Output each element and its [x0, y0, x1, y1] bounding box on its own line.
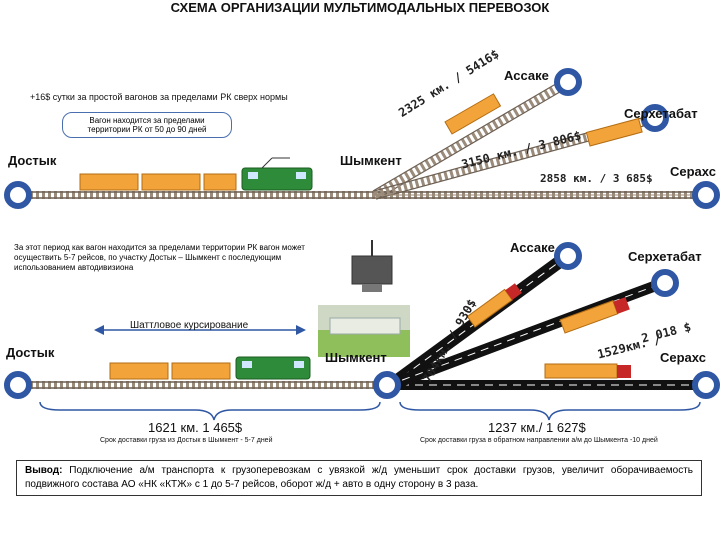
top-wagon-serkhetabat [585, 117, 643, 147]
shuttle-arrow [94, 325, 306, 335]
node-shymkent-bottom [373, 371, 401, 399]
dist-serakhs-top: 2858 км. / 3 685$ [540, 172, 653, 185]
label-assake-bottom: Ассаке [510, 240, 555, 255]
node-serakhs-top [692, 181, 720, 209]
bottom-road-serkhetabat [387, 278, 665, 391]
brace-road [399, 401, 701, 421]
top-main-track [15, 191, 710, 199]
conclusion-box: Вывод: Подключение а/м транспорта к груз… [16, 460, 702, 496]
rail-caption: Срок доставки груза из Достык в Шымкент … [100, 437, 273, 444]
brace-rail [39, 401, 381, 421]
node-serkhetabat-top [641, 104, 669, 132]
truck-serkhetabat [559, 297, 630, 334]
label-shymkent-top: Шымкент [340, 153, 402, 168]
container-crane-icon [351, 240, 393, 292]
conclusion-label: Вывод: [25, 465, 63, 476]
page-title: СХЕМА ОРГАНИЗАЦИИ МУЛЬТИМОДАЛЬНЫХ ПЕРЕВО… [170, 0, 550, 15]
label-assake-top: Ассаке [504, 68, 549, 83]
label-serakhs-bottom: Серахс [660, 350, 706, 365]
node-assake-top [554, 68, 582, 96]
road-caption: Срок доставки груза в обратном направлен… [420, 437, 658, 444]
node-serakhs-bottom [692, 371, 720, 399]
truck-serakhs [544, 363, 631, 379]
node-dostyk-bottom [4, 371, 32, 399]
shuttle-label: Шаттловое курсирование [130, 320, 249, 331]
truck-assake [466, 283, 522, 328]
bottom-rail-track [15, 381, 387, 389]
terminal-image [318, 305, 410, 357]
top-branch-assake [372, 77, 571, 200]
node-dostyk-top [4, 181, 32, 209]
label-dostyk-top: Достык [8, 153, 57, 168]
road-total: 1237 км./ 1 627$ [488, 420, 586, 435]
top-wagon-assake [444, 93, 502, 135]
label-serkhetabat-top: Серхетабат [624, 106, 698, 121]
label-shymkent-bottom: Шымкент [325, 350, 387, 365]
callout-duration: Вагон находится за пределами территории … [62, 112, 232, 138]
penalty-note: +16$ сутки за простой вагонов за предела… [30, 92, 288, 102]
node-assake-bottom [554, 242, 582, 270]
label-serkhetabat-bottom: Серхетабат [628, 249, 702, 264]
bottom-road-serakhs [387, 380, 707, 390]
bottom-train [109, 356, 311, 380]
node-serkhetabat-bottom [651, 269, 679, 297]
label-serakhs-top: Серахс [670, 164, 716, 179]
bottom-note: За этот период как вагон находится за пр… [14, 243, 305, 272]
label-dostyk-bottom: Достык [6, 345, 55, 360]
conclusion-text: Подключение а/м транспорта к грузоперево… [25, 465, 693, 490]
rail-total: 1621 км. 1 465$ [148, 420, 243, 435]
top-train [79, 157, 313, 191]
